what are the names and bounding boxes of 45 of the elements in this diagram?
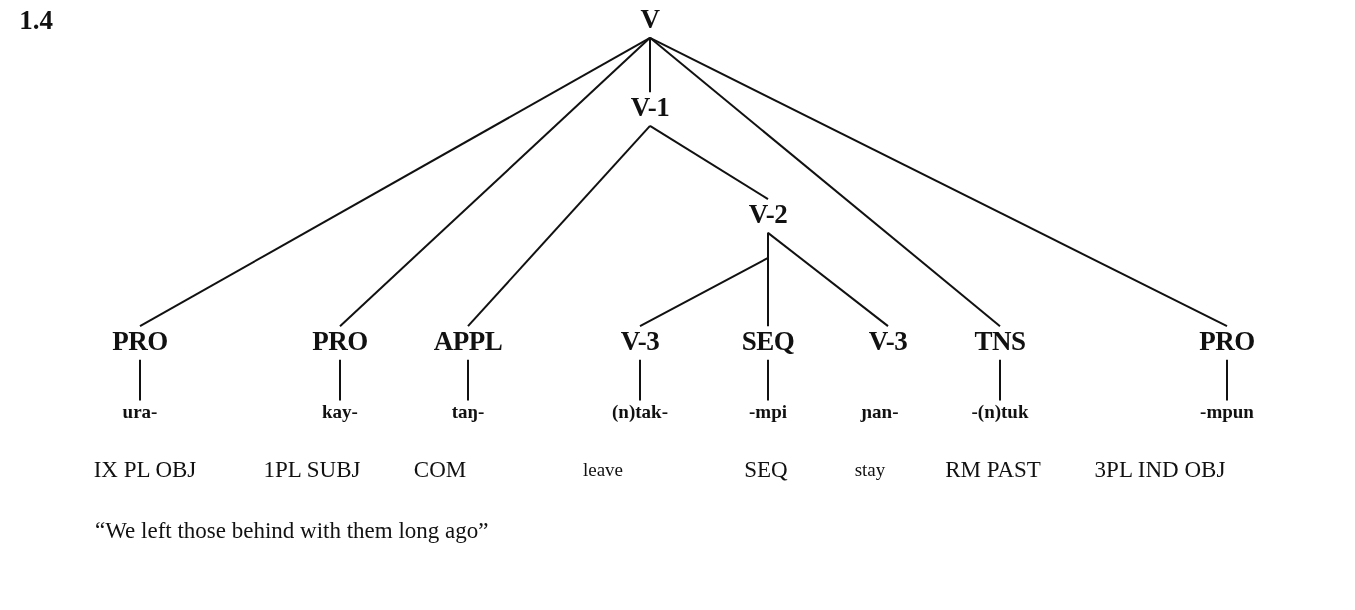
gloss: 1PL SUBJ bbox=[263, 457, 361, 483]
category-label: TNS bbox=[971, 325, 1029, 359]
gloss: RM PAST bbox=[945, 457, 1041, 483]
gloss: leave bbox=[582, 459, 624, 481]
tree-branch bbox=[139, 358, 141, 402]
gloss: 3PL IND OBJ bbox=[1094, 457, 1226, 483]
gloss: COM bbox=[413, 457, 467, 483]
tree-branch bbox=[999, 358, 1001, 402]
morpheme: ura- bbox=[119, 399, 161, 425]
category-label: V-1 bbox=[627, 91, 673, 125]
tree-branch bbox=[649, 36, 651, 94]
tree-branch bbox=[649, 124, 769, 201]
category-label: PRO bbox=[309, 325, 371, 359]
tree-branch bbox=[1226, 358, 1228, 402]
tree-branch bbox=[649, 36, 1001, 328]
morpheme: -mpun bbox=[1197, 399, 1257, 425]
category-label: V-3 bbox=[865, 325, 911, 359]
gloss: stay bbox=[854, 459, 886, 481]
gloss: SEQ bbox=[744, 457, 788, 483]
category-label: V-3 bbox=[617, 325, 663, 359]
morpheme: taŋ- bbox=[448, 399, 488, 425]
category-label: PRO bbox=[109, 325, 171, 359]
category-label: PRO bbox=[1196, 325, 1258, 359]
morpheme: -mpi bbox=[746, 399, 790, 425]
tree-branch bbox=[639, 358, 641, 402]
morpheme: ɲan- bbox=[858, 399, 902, 425]
tree-branch bbox=[339, 36, 651, 328]
tree-branch bbox=[649, 36, 1228, 328]
tree-branch bbox=[339, 358, 341, 402]
category-label: V-2 bbox=[745, 198, 791, 232]
category-label: APPL bbox=[430, 325, 506, 359]
gloss: IX PL OBJ bbox=[93, 457, 197, 483]
tree-branch bbox=[767, 231, 769, 328]
tree-branch bbox=[467, 124, 651, 328]
caption: “We left those behind with them long ago” bbox=[95, 518, 489, 544]
tree-branch bbox=[467, 358, 469, 402]
morpheme: -(n)tuk bbox=[968, 399, 1032, 425]
morpheme: (n)tak- bbox=[609, 399, 671, 425]
tree-branch bbox=[767, 358, 769, 402]
tree-branch bbox=[139, 36, 651, 328]
example-number: 1.4 bbox=[19, 4, 53, 36]
category-label: V bbox=[637, 3, 663, 37]
category-label: SEQ bbox=[738, 325, 798, 359]
tree-branch bbox=[767, 231, 889, 328]
morpheme: kay- bbox=[319, 399, 361, 425]
